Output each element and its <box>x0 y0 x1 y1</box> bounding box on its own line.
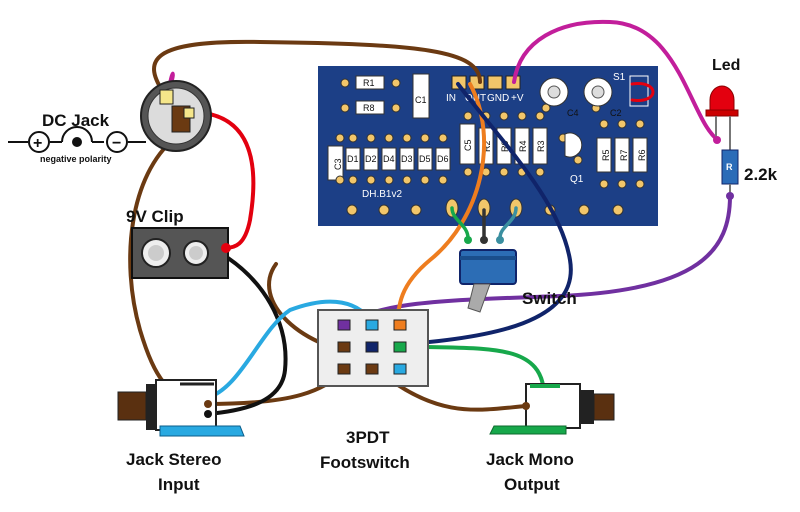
comp-d1: D1 <box>347 154 359 164</box>
plus-sign: + <box>33 135 42 152</box>
footswitch-label-2: Footswitch <box>320 453 410 472</box>
battery-clip <box>131 227 231 279</box>
input-jack-stereo <box>117 379 245 437</box>
comp-r7: R7 <box>619 149 629 161</box>
polarity-label: negative polarity <box>40 154 112 164</box>
comp-c2: C2 <box>610 108 622 118</box>
pcb-board: IN OUT GND +V R1 R8 C1 C3 D1 D2 D4 <box>318 66 658 226</box>
comp-c1: C1 <box>415 95 427 105</box>
comp-s1: S1 <box>613 72 626 83</box>
pad-label-v: +V <box>511 93 524 104</box>
jack-out-label-1: Jack Mono <box>486 450 574 469</box>
comp-c5: C5 <box>463 139 473 151</box>
comp-c4: C4 <box>567 108 579 118</box>
output-jack-mono <box>489 383 615 435</box>
footswitch-3pdt <box>317 309 429 387</box>
footswitch-label-1: 3PDT <box>346 428 390 447</box>
jack-in-label-2: Input <box>158 475 200 494</box>
switch-label: Switch <box>522 289 577 308</box>
jack-out-label-2: Output <box>504 475 560 494</box>
comp-q1: Q1 <box>570 174 584 185</box>
comp-r2: R2 <box>482 140 492 152</box>
pad-grid <box>335 103 645 189</box>
pad-label-gnd: GND <box>487 93 509 104</box>
polarity-symbol <box>8 126 146 153</box>
comp-r8: R8 <box>363 103 375 113</box>
resistor-label: 2.2k <box>744 165 778 184</box>
jack-in-label-1: Jack Stereo <box>126 450 221 469</box>
led <box>705 85 739 150</box>
comp-r5: R5 <box>601 149 611 161</box>
dc-jack <box>140 80 212 152</box>
comp-d4: D4 <box>383 154 395 164</box>
comp-d6: D6 <box>437 154 449 164</box>
comp-r3: R3 <box>536 140 546 152</box>
comp-r4: R4 <box>518 140 528 152</box>
rotary-switch <box>459 236 517 313</box>
diode-row <box>345 147 451 171</box>
comp-d3: D3 <box>401 154 413 164</box>
pad-label-in: IN <box>446 93 456 104</box>
comp-d2: D2 <box>365 154 377 164</box>
pcb-name: DH.B1v2 <box>362 189 402 200</box>
minus-sign: − <box>112 135 121 152</box>
comp-c3: C3 <box>333 158 343 170</box>
resistor-2k2 <box>721 149 739 200</box>
comp-r6: R6 <box>637 149 647 161</box>
comp-r1: R1 <box>363 78 375 88</box>
dc-jack-label: DC Jack <box>42 111 110 130</box>
comp-d5: D5 <box>419 154 431 164</box>
clip-label: 9V Clip <box>126 207 184 226</box>
led-label: Led <box>712 57 740 74</box>
resistor-mark: R <box>726 162 733 172</box>
